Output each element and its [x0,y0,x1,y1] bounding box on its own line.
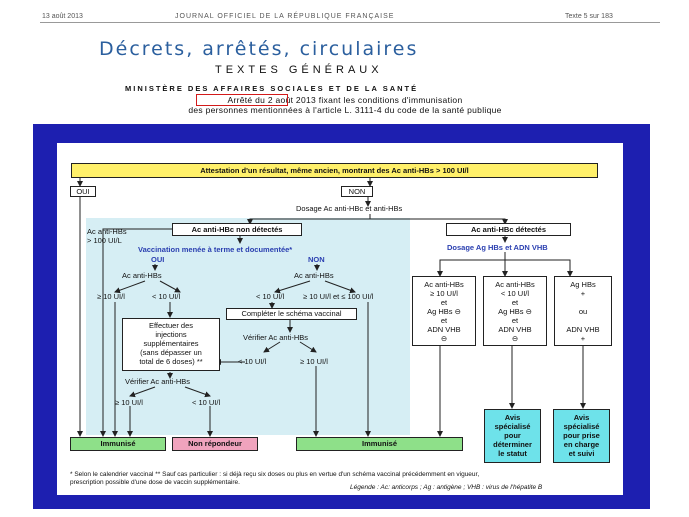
decree-title: Arrêté du 2 août 2013 fixant les conditi… [80,95,610,115]
page-title: Décrets, arrêtés, circulaires [99,38,419,60]
left-lt10: < 10 UI/l [152,292,181,301]
decree-line-2: des personnes mentionnées à l'article L.… [188,105,502,115]
col3-line: ADN VHB [566,325,600,334]
non-repondeur-box: Non répondeur [172,437,258,451]
immunise-box-right: Immunisé [296,437,463,451]
ac-hbs-left: Ac anti-HBs [122,271,162,280]
col3-line [555,316,611,325]
col3-line: Ag HBs [570,280,596,289]
ministry-name: MINISTÈRE DES AFFAIRES SOCIALES ET DE LA… [125,84,419,93]
col3-line: + [580,289,586,298]
col1-line: ⊖ [440,334,448,343]
oui-box: OUI [70,186,96,197]
avis1-line: Avis [504,413,521,422]
avis2-line: spécialisé [563,422,600,431]
col3-line: + [580,334,586,343]
avis2-line: et suivi [568,449,595,458]
avis-suivi-box: Avis spécialisé pour prise en charge et … [553,409,610,463]
col2-line: Ac anti-HBs [495,280,535,289]
avis2-line: pour prise [563,431,600,440]
col3-line: ou [578,307,588,316]
injections-line-5: total de 6 doses) ** [139,357,203,366]
dosage-hbc-hbs: Dosage Ac anti-HBc et anti-HBs [296,204,403,213]
page-number: Texte 5 sur 183 [565,13,613,20]
footnote-line-2: prescription possible d'une dose de vacc… [70,479,240,486]
non-box: NON [341,186,373,197]
ac-hbs-right: Ac anti-HBs [294,271,334,280]
legend-text: Légende : Ac: anticorps ; Ag : antigène … [350,484,543,491]
hbc-not-detected-box: Ac anti-HBc non détectés [172,223,302,236]
complete-schema-box: Compléter le schéma vaccinal [226,308,357,320]
result-col-3: Ag HBs + ou ADN VHB + [554,276,612,346]
left-ac-label-1: Ac anti-HBs [87,227,127,236]
injections-line-1: Effectuer des [148,321,194,330]
right-lt10: < 10 UI/l [256,292,285,301]
avis1-line: le statut [498,449,527,458]
right-range: ≥ 10 UI/l et ≤ 100 UI/l [303,292,374,301]
verify-right: Vérifier Ac anti-HBs [243,333,309,342]
verify-right-lt10: < 10 UI/l [238,357,267,366]
footnote-line-1: * Selon le calendrier vaccinal ** Sauf c… [70,471,480,478]
attestation-banner: Attestation d'un résultat, même ancien, … [71,163,598,178]
avis-statut-box: Avis spécialisé pour déterminer le statu… [484,409,541,463]
vaccination-question: Vaccination menée à terme et documentée* [138,245,293,254]
col1-line: et [440,316,448,325]
dosage-ag-adn: Dosage Ag HBs et ADN VHB [447,243,548,252]
injections-line-2: injections [155,330,187,339]
avis1-line: spécialisé [494,422,531,431]
avis1-line: pour [504,431,521,440]
col1-line: ADN VHB [427,325,461,334]
header-rule [40,22,660,23]
col2-line: ⊖ [511,334,519,343]
col3-line [555,298,611,307]
injections-line-4: (sans dépasser un [140,348,202,357]
col2-line: Ag HBs ⊖ [498,307,532,316]
injections-box: Effectuer des injections supplémentaires… [122,318,220,371]
col1-line: Ac anti-HBs [424,280,464,289]
header-date: 13 août 2013 [42,13,83,20]
verify-left: Vérifier Ac anti-HBs [125,377,191,386]
avis2-line: en charge [563,440,600,449]
verify-right-ge10: ≥ 10 UI/l [300,357,328,366]
vaccination-non: NON [308,255,325,264]
hbc-detected-box: Ac anti-HBc détectés [446,223,571,236]
col1-line: Ag HBs ⊖ [427,307,461,316]
col1-line: ≥ 10 UI/l [430,289,458,298]
avis2-line: Avis [573,413,590,422]
result-col-2: Ac anti-HBs < 10 UI/l et Ag HBs ⊖ et ADN… [483,276,547,346]
highlight-box [196,94,288,106]
col2-line: et [511,298,519,307]
immunise-box-left: Immunisé [70,437,166,451]
col1-line: et [440,298,448,307]
col2-line: < 10 UI/l [500,289,530,298]
avis1-line: déterminer [493,440,532,449]
col2-line: ADN VHB [498,325,532,334]
result-col-1: Ac anti-HBs ≥ 10 UI/l et Ag HBs ⊖ et ADN… [412,276,476,346]
col2-line: et [511,316,519,325]
verify-left-ge10: ≥ 10 UI/l [115,398,143,407]
decree-line-1: Arrêté du 2 août 2013 fixant les conditi… [227,95,463,105]
left-ac-label-2: > 100 UI/L [87,236,122,245]
injections-line-3: supplémentaires [143,339,199,348]
journal-name: JOURNAL OFFICIEL DE LA RÉPUBLIQUE FRANÇA… [175,13,395,20]
verify-left-lt10: < 10 UI/l [192,398,221,407]
vaccination-oui: OUI [151,255,165,264]
section-title: TEXTES GÉNÉRAUX [215,64,383,76]
left-ge10: ≥ 10 UI/l [97,292,125,301]
